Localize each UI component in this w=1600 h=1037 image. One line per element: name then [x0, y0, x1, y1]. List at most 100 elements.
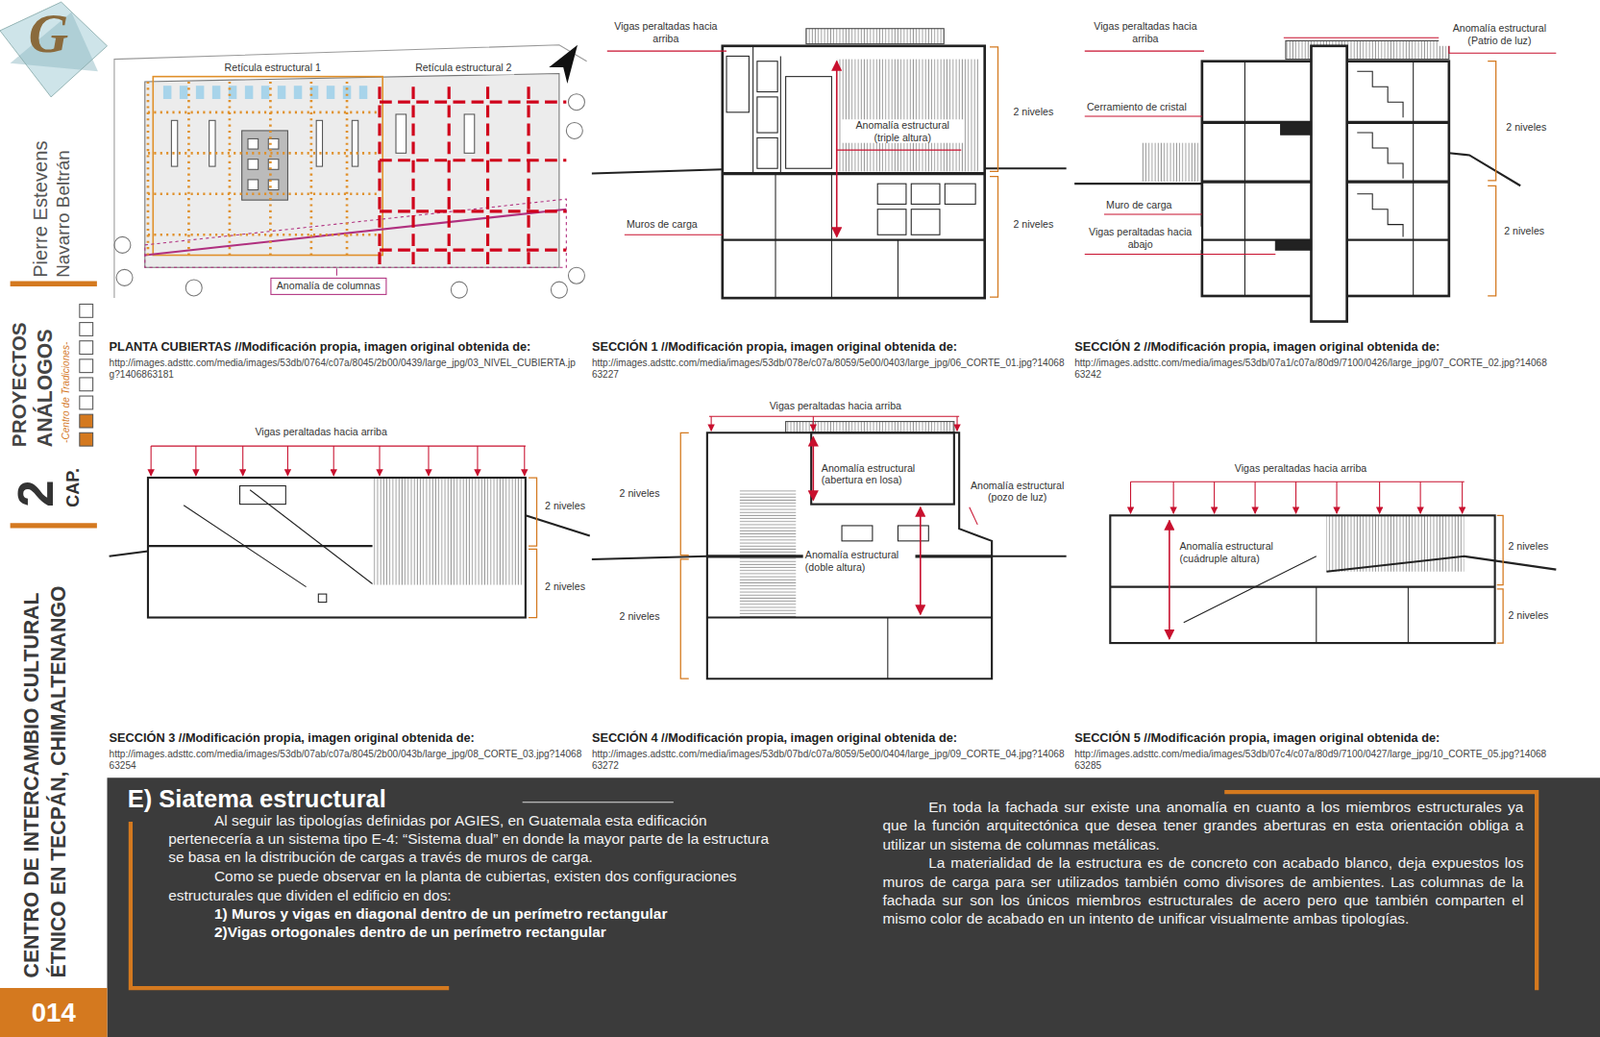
level-label: 2 niveles [544, 499, 586, 512]
drawing-part [806, 28, 944, 45]
source-url: http://images.adsttc.com/media/images/53… [591, 357, 1067, 381]
drawing-part [1183, 556, 1317, 623]
drawing-part [886, 617, 888, 680]
drawing-part [1310, 46, 1347, 322]
body-text: Al seguir las tipologías definidas por A… [168, 811, 770, 867]
source-url: http://images.adsttc.com/media/images/53… [1074, 747, 1550, 771]
drawing-part [450, 281, 468, 298]
drawing-part [372, 477, 524, 586]
callout-box: Anomalía de columnas [270, 277, 387, 296]
drawing-part [984, 167, 1067, 170]
drawing-part [1084, 116, 1203, 118]
annotation: Vigas peraltadas hacia arriba [599, 20, 732, 44]
drawing-part [1104, 213, 1203, 215]
annotation: Anomalía estructural (Patrio de luz) [1438, 22, 1560, 46]
drawing-part [79, 432, 94, 446]
drawing-part [1487, 185, 1496, 296]
drawing-part [1315, 587, 1317, 643]
annotation: Anomalía estructural (cuádruple altura) [1177, 541, 1294, 565]
figure-caption: SECCIÓN 1 //Modificación propia, imagen … [591, 340, 958, 355]
drawing-part [79, 395, 94, 410]
drawing-part [919, 507, 922, 616]
drawing-part [757, 97, 778, 133]
drawing-part [247, 179, 259, 191]
drawing-part [726, 55, 749, 112]
figure-caption: PLANTA CUBIERTAS //Modificación propia, … [109, 340, 532, 355]
drawing-part [145, 209, 567, 256]
figure-caption: SECCIÓN 5 //Modificación propia, imagen … [1074, 730, 1440, 745]
drawing-part [780, 55, 782, 173]
drawing-part [147, 544, 373, 547]
drawing-part [1356, 194, 1404, 238]
chapter-number: 2 [12, 479, 62, 507]
level-label: 2 niveles [1505, 121, 1547, 133]
drawing-part [247, 159, 259, 171]
annotation: Vigas peraltadas hacia abajo [1079, 226, 1201, 250]
drawing-part [79, 359, 94, 373]
drawing-part [528, 548, 537, 617]
drawing-part [607, 50, 727, 52]
drawing-part [910, 209, 940, 236]
drawing-part [1084, 253, 1277, 255]
drawing-part [116, 269, 133, 286]
level-label: 2 niveles [619, 488, 661, 500]
drawing-part [147, 81, 150, 256]
logo [0, 1, 107, 98]
drawing-part [707, 432, 992, 679]
drawing-part [877, 209, 907, 236]
drawing-part [427, 445, 429, 476]
drawing-part [811, 432, 955, 504]
project-title: ÉTNICO EN TECPÁN, CHIMALTENANGO [47, 586, 70, 979]
section-4 [591, 421, 1067, 680]
drawing-part [351, 120, 358, 167]
drawing-part [709, 416, 960, 418]
annotation: Vigas peraltadas hacia arriba [252, 426, 390, 439]
section-heading: E) Siatema estructural [127, 784, 387, 815]
drawing-part [836, 59, 981, 173]
drawing-part [1131, 481, 1465, 483]
drawing-part [147, 151, 380, 155]
drawing-part [1420, 481, 1422, 514]
drawing-part [910, 183, 940, 204]
drawing-part [277, 85, 286, 99]
drawing-part [1173, 481, 1175, 514]
drawing-part [1255, 481, 1256, 514]
drawing-part [836, 149, 962, 151]
drawing-part [336, 268, 338, 275]
drawing-part [294, 85, 302, 99]
drawing-part [378, 445, 380, 476]
annotation: Vigas peraltadas hacia arriba [1084, 20, 1207, 44]
drawing-part [147, 477, 526, 617]
drawing-part [212, 85, 221, 99]
drawing-part [147, 81, 380, 256]
annotation: Anomalía estructural (abertura en losa) [819, 462, 932, 486]
drawing-part [411, 86, 415, 271]
drawing-part [379, 209, 567, 213]
drawing-part [1378, 481, 1380, 514]
section-5 [1109, 515, 1556, 643]
drawing-part [147, 192, 380, 196]
drawing-part [897, 240, 899, 299]
drawing-part [591, 556, 708, 560]
logo-letter: G [28, 5, 69, 61]
drawing-part [240, 486, 287, 505]
drawing-part [147, 233, 380, 237]
drawing-part [1326, 556, 1556, 572]
drawing-part [1336, 481, 1338, 514]
drawing-part [228, 81, 232, 256]
drawing-part [836, 61, 838, 238]
drawing-part [624, 234, 723, 236]
drawing-part [79, 377, 94, 392]
drawing-part [786, 421, 955, 434]
drawing-part [343, 85, 351, 99]
text-panel: Al seguir las tipologías definidas por A… [106, 777, 1600, 1037]
drawing-part [774, 173, 776, 299]
drawing-part [187, 81, 191, 256]
drawing-part [523, 445, 525, 476]
drawing-part [680, 559, 689, 679]
drawing-part [150, 445, 152, 476]
grid-label: Retícula estructural 2 [413, 62, 515, 74]
body-text: Como se puede observar en la planta de c… [168, 866, 770, 904]
drawing-part [183, 505, 306, 588]
drawing-part [757, 137, 778, 169]
